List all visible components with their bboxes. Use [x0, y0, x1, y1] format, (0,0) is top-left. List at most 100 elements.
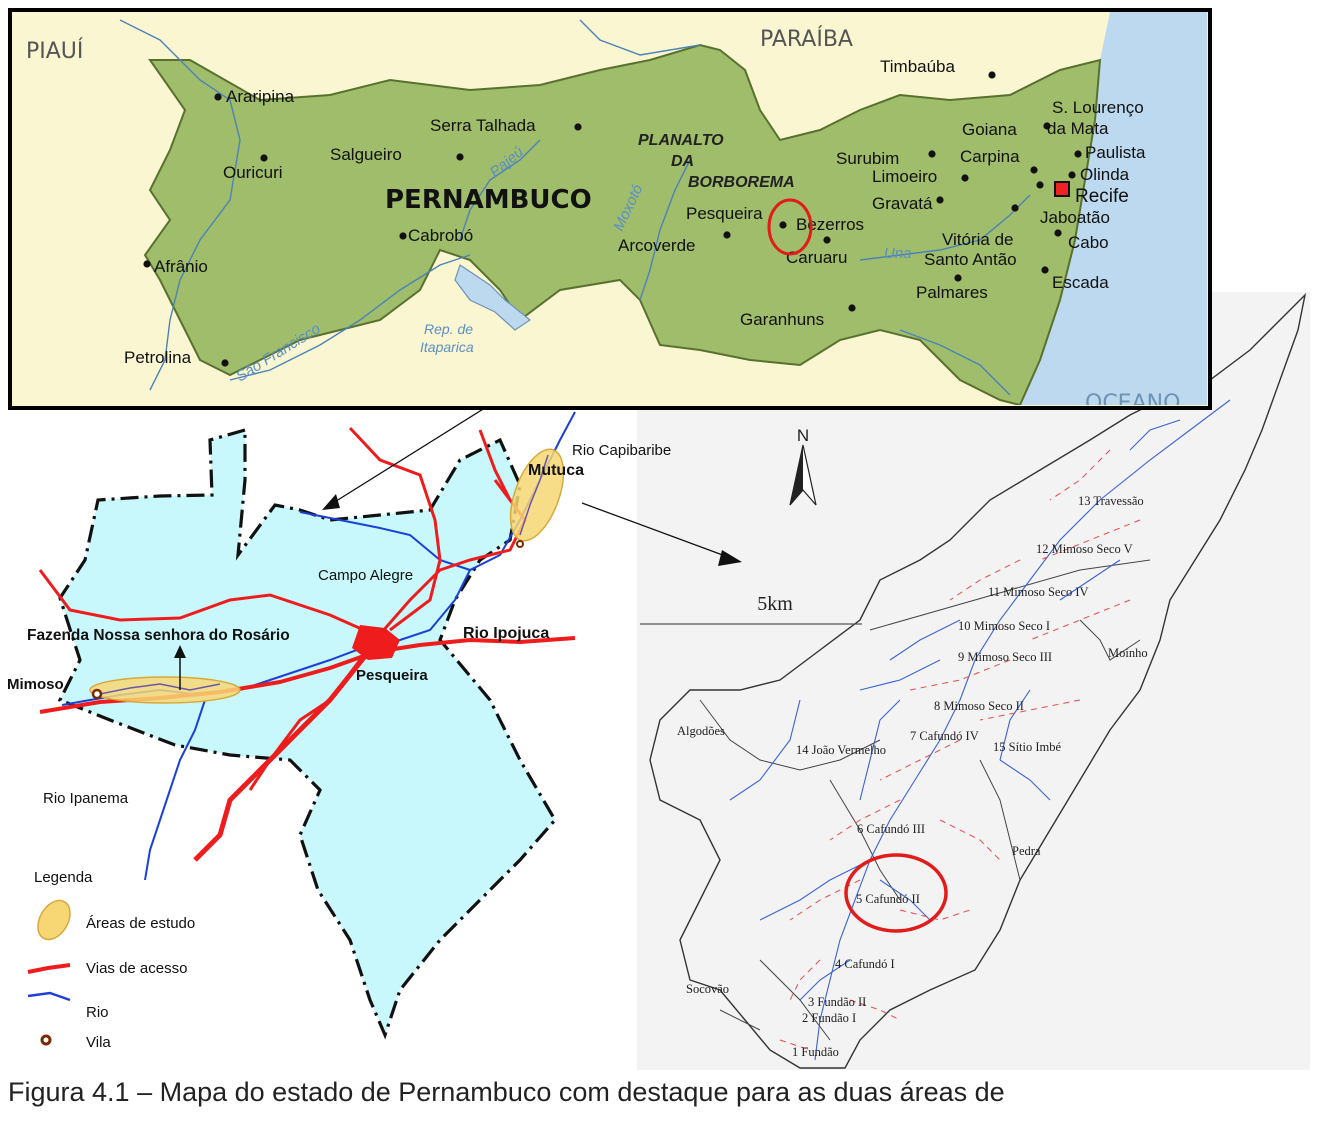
legend-label: Áreas de estudo	[86, 915, 195, 932]
label-rio-ipanema: Rio Ipanema	[43, 790, 129, 807]
legend-swatch-vila	[40, 1034, 52, 1046]
city-label: Serra Talhada	[430, 116, 536, 135]
reservoir-label: Rep. de	[424, 321, 473, 337]
legend-swatch-study-area	[37, 899, 71, 941]
city-label: Pesqueira	[686, 204, 763, 223]
road	[478, 429, 512, 501]
vila-marker	[91, 688, 103, 700]
study-area-mutuca-stream	[519, 454, 549, 536]
city-label: Vitória de	[942, 230, 1014, 249]
state-rivers	[119, 19, 1031, 396]
city-label: Escada	[1052, 273, 1109, 292]
locality-label: 12 Mimoso Seco V	[1036, 542, 1133, 556]
city-label: Araripina	[226, 87, 295, 106]
city-labels: Araripina Serra Talhada Salgueiro Ouricu…	[124, 57, 1146, 367]
locality-label: 6 Cafundó III	[857, 822, 925, 836]
map-legend: Legenda Áreas de estudo Vias de acesso R…	[27, 869, 195, 1051]
label-campo-alegre: Campo Alegre	[318, 567, 413, 584]
north-arrow-icon: N	[789, 426, 817, 506]
reservoir-label: Itaparica	[420, 339, 474, 355]
label-mimoso: Mimoso	[7, 676, 64, 693]
city-label: Olinda	[1080, 165, 1130, 184]
road	[38, 569, 376, 637]
locality-label: 2 Fundão I	[802, 1011, 856, 1025]
legend-swatch-river	[27, 991, 71, 1002]
legend-swatch-road	[27, 963, 71, 974]
road	[248, 659, 362, 791]
legend-title: Legenda	[34, 869, 93, 886]
city-label: Limoeiro	[872, 167, 937, 186]
locality-label: 10 Mimoso Seco I	[958, 619, 1050, 633]
study-area-mimoso	[89, 676, 241, 704]
plateau-label: BORBOREMA	[688, 174, 795, 191]
city-label: Petrolina	[124, 348, 192, 367]
locality-label: Socovão	[686, 982, 729, 996]
locality-label: 3 Fundão II	[808, 995, 866, 1009]
arrow-up-icon	[174, 645, 186, 658]
legend-label: Vias de acesso	[86, 960, 187, 977]
locality-label: 11 Mimoso Seco IV	[988, 585, 1089, 599]
label-rio-ipojuca: Rio Ipojuca	[463, 625, 549, 642]
watershed-map: N 5km 13 Travessão 12 Mimoso Seco V 11 M…	[637, 292, 1310, 1070]
legend-label: Rio	[86, 1004, 109, 1021]
locality-label: 1 Fundão	[792, 1045, 839, 1059]
watershed-outline	[649, 292, 1307, 1069]
region-map: Mutuca Rio Capibaribe Campo Alegre Fazen…	[7, 411, 671, 1051]
label-fazenda: Fazenda Nossa senhora do Rosário	[27, 627, 290, 644]
city-label: Garanhuns	[740, 310, 824, 329]
city-label: Ouricuri	[223, 163, 283, 182]
locality-label: Moinho	[1108, 646, 1148, 660]
city-label: Salgueiro	[330, 145, 402, 164]
city-label: Afrânio	[154, 257, 208, 276]
locality-label: 9 Mimoso Seco III	[958, 650, 1052, 664]
subbasin-line	[699, 559, 1151, 1041]
highlight-circle-pesqueira	[767, 198, 813, 256]
arrow-icon	[322, 494, 340, 510]
city-label: Surubim	[836, 149, 899, 168]
arrow-icon	[718, 550, 742, 566]
state-map: PIAUÍ PARAÍBA OCEANO PERNAMBUCO PLANALTO…	[8, 8, 1212, 416]
neighbor-oceano: OCEANO	[1085, 391, 1180, 416]
watershed-localities: 13 Travessão 12 Mimoso Seco V 11 Mimoso …	[677, 494, 1148, 1059]
city-label: Goiana	[962, 120, 1017, 139]
city-label: da Mata	[1047, 119, 1109, 138]
capital-marker	[1054, 181, 1070, 197]
locality-label: 13 Travessão	[1078, 494, 1144, 508]
locality-label: 4 Cafundó I	[835, 957, 895, 971]
city-markers	[143, 71, 1082, 367]
watershed-background	[637, 292, 1310, 1070]
locality-label: 5 Cafundó II	[856, 892, 920, 906]
locality-label: 8 Mimoso Seco II	[934, 699, 1024, 713]
state-name: PERNAMBUCO	[385, 185, 592, 215]
city-label: Palmares	[916, 283, 988, 302]
study-area-mimoso-stream	[99, 683, 221, 695]
city-label: Caruaru	[786, 248, 847, 267]
city-label: Arcoverde	[618, 236, 695, 255]
city-label: Bezerros	[796, 215, 864, 234]
city-label: Carpina	[960, 147, 1020, 166]
neighbor-paraiba: PARAÍBA	[760, 26, 853, 52]
locality-label: 14 João Vermelho	[796, 743, 886, 757]
plateau-label: PLANALTO	[638, 132, 724, 149]
city-label: Timbaúba	[880, 57, 956, 76]
city-label: Paulista	[1085, 143, 1146, 162]
river-label-una: Una	[884, 245, 912, 262]
city-label: Jaboatão	[1040, 208, 1110, 227]
city-label: Cabo	[1068, 233, 1109, 252]
scale-label: 5km	[757, 593, 793, 615]
state-map-frame	[8, 8, 1212, 410]
city-label: Gravatá	[872, 194, 933, 213]
label-mutuca: Mutuca	[528, 462, 584, 479]
reservoir-itaparica	[454, 264, 532, 331]
city-label: Cabrobó	[408, 226, 473, 245]
city-label: Santo Antão	[924, 250, 1017, 269]
dashed-divides	[779, 449, 1141, 1051]
neighbor-piaui: PIAUÍ	[26, 38, 83, 64]
highlight-circle-cafundo	[844, 853, 948, 933]
locality-label: Algodões	[677, 724, 725, 738]
legend-label: Vila	[86, 1034, 111, 1051]
vila-marker	[516, 540, 524, 548]
locality-label: Pedra	[1012, 844, 1041, 858]
north-label: N	[797, 426, 809, 445]
